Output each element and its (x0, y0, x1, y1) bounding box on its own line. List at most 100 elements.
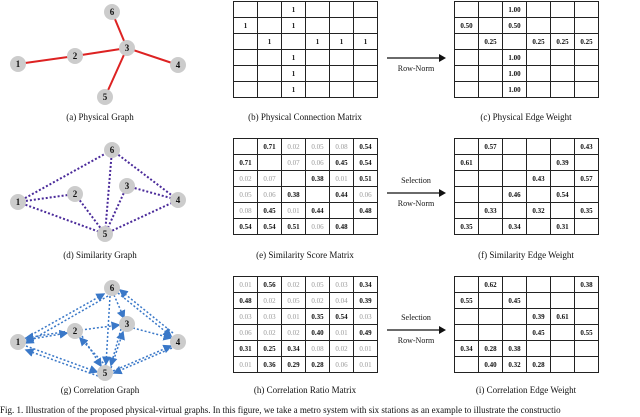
matrix-cell (574, 154, 599, 171)
matrix-cell: 0.44 (329, 186, 354, 203)
matrix-row: 1 (233, 81, 378, 98)
matrix-cell: 0.07 (257, 170, 282, 187)
node-label-4: 4 (176, 60, 181, 70)
matrix-cell (454, 65, 479, 82)
matrix-cell: 0.34 (502, 218, 527, 235)
matrix-cell (526, 340, 551, 357)
matrix-cell: 1 (353, 33, 378, 50)
matrix-cell (574, 218, 599, 235)
matrix-cell: 0.01 (281, 202, 306, 219)
caption-b: (b) Physical Connection Matrix (248, 112, 362, 122)
matrix-cell: 0.50 (502, 17, 527, 34)
matrix-cell: 0.28 (305, 356, 330, 373)
matrix-cell: 0.36 (257, 356, 282, 373)
matrix-cell: 1.00 (502, 49, 527, 66)
matrix-cell (574, 81, 599, 98)
matrix-cell: 0.02 (281, 138, 306, 155)
node-5 (97, 89, 113, 105)
matrix-row: 1.00 (454, 1, 599, 18)
node-2 (67, 323, 83, 339)
matrix-cell: 1 (257, 33, 282, 50)
node-4 (170, 334, 186, 350)
matrix-cell: 1.00 (502, 1, 527, 18)
matrix-cell: 0.45 (502, 292, 527, 309)
matrix-cell: 0.04 (329, 292, 354, 309)
caption-f: (f) Similarity Edge Weight (478, 250, 574, 260)
matrix-cell: 0.01 (329, 170, 354, 187)
node-label-3: 3 (125, 181, 130, 191)
matrix-cell (353, 17, 378, 34)
matrix-cell: 0.61 (550, 308, 575, 325)
matrix-cell: 0.31 (550, 218, 575, 235)
matrix-cell: 1.00 (502, 65, 527, 82)
figure-caption: Fig. 1. Illustration of the proposed phy… (0, 405, 561, 415)
matrix-cell (329, 202, 354, 219)
matrix-cell (550, 324, 575, 341)
node-1 (10, 334, 26, 350)
matrix-cell (526, 276, 551, 293)
physical-nodes (10, 4, 186, 105)
matrix-cell: 0.45 (257, 202, 282, 219)
matrix-cell: 0.35 (305, 308, 330, 325)
matrix-cell: 1 (281, 81, 306, 98)
matrix-cell (502, 154, 527, 171)
matrix-cell: 0.39 (353, 292, 378, 309)
matrix-cell (281, 170, 306, 187)
matrix-cell (478, 154, 503, 171)
caption-c: (c) Physical Edge Weight (480, 112, 572, 122)
caption-h: (h) Correlation Ratio Matrix (253, 385, 357, 395)
matrix-cell: 0.32 (526, 202, 551, 219)
matrix-cell (257, 49, 282, 66)
node-3 (119, 40, 135, 56)
matrix-cell: 0.05 (305, 138, 330, 155)
matrix-cell: 0.38 (502, 340, 527, 357)
matrix-cell (478, 170, 503, 187)
matrix-cell: 0.39 (550, 154, 575, 171)
matrix-cell (454, 186, 479, 203)
matrix-cell (574, 1, 599, 18)
matrix-cell (353, 81, 378, 98)
node-label-3: 3 (125, 319, 130, 329)
matrix-cell: 0.02 (305, 292, 330, 309)
matrix-row: 1 (233, 1, 378, 18)
matrix-cell: 0.25 (574, 33, 599, 50)
matrix-cell: 0.54 (353, 154, 378, 171)
matrix-cell (329, 17, 354, 34)
matrix-cell: 0.62 (478, 276, 503, 293)
matrix-cell: 0.43 (574, 138, 599, 155)
matrix-cell (233, 138, 258, 155)
node-2 (67, 186, 83, 202)
matrix-cell: 0.29 (281, 356, 306, 373)
matrix-cell (257, 1, 282, 18)
matrix-cell: 0.28 (526, 356, 551, 373)
matrix-cell (502, 308, 527, 325)
matrix-cell: 0.44 (305, 202, 330, 219)
matrix-row: 1.00 (454, 65, 599, 82)
matrix-cell: 0.50 (454, 17, 479, 34)
edge-1-2 (17, 55, 76, 65)
matrix-cell (454, 308, 479, 325)
physical-graph: 1 2 3 4 5 6 (10, 4, 186, 105)
arrow-label-row-norm-3: Row-Norm (397, 336, 435, 345)
node-label-4: 4 (176, 337, 181, 347)
row-norm-arrow-1 (387, 54, 446, 62)
matrix-cell (454, 202, 479, 219)
matrix-cell (454, 276, 479, 293)
matrix-cell (329, 49, 354, 66)
matrix-cell (550, 1, 575, 18)
matrix-cell (257, 154, 282, 171)
arrow-label-row-norm-1: Row-Norm (397, 64, 435, 73)
node-6 (104, 4, 120, 20)
matrix-cell (233, 65, 258, 82)
matrix-cell (233, 81, 258, 98)
